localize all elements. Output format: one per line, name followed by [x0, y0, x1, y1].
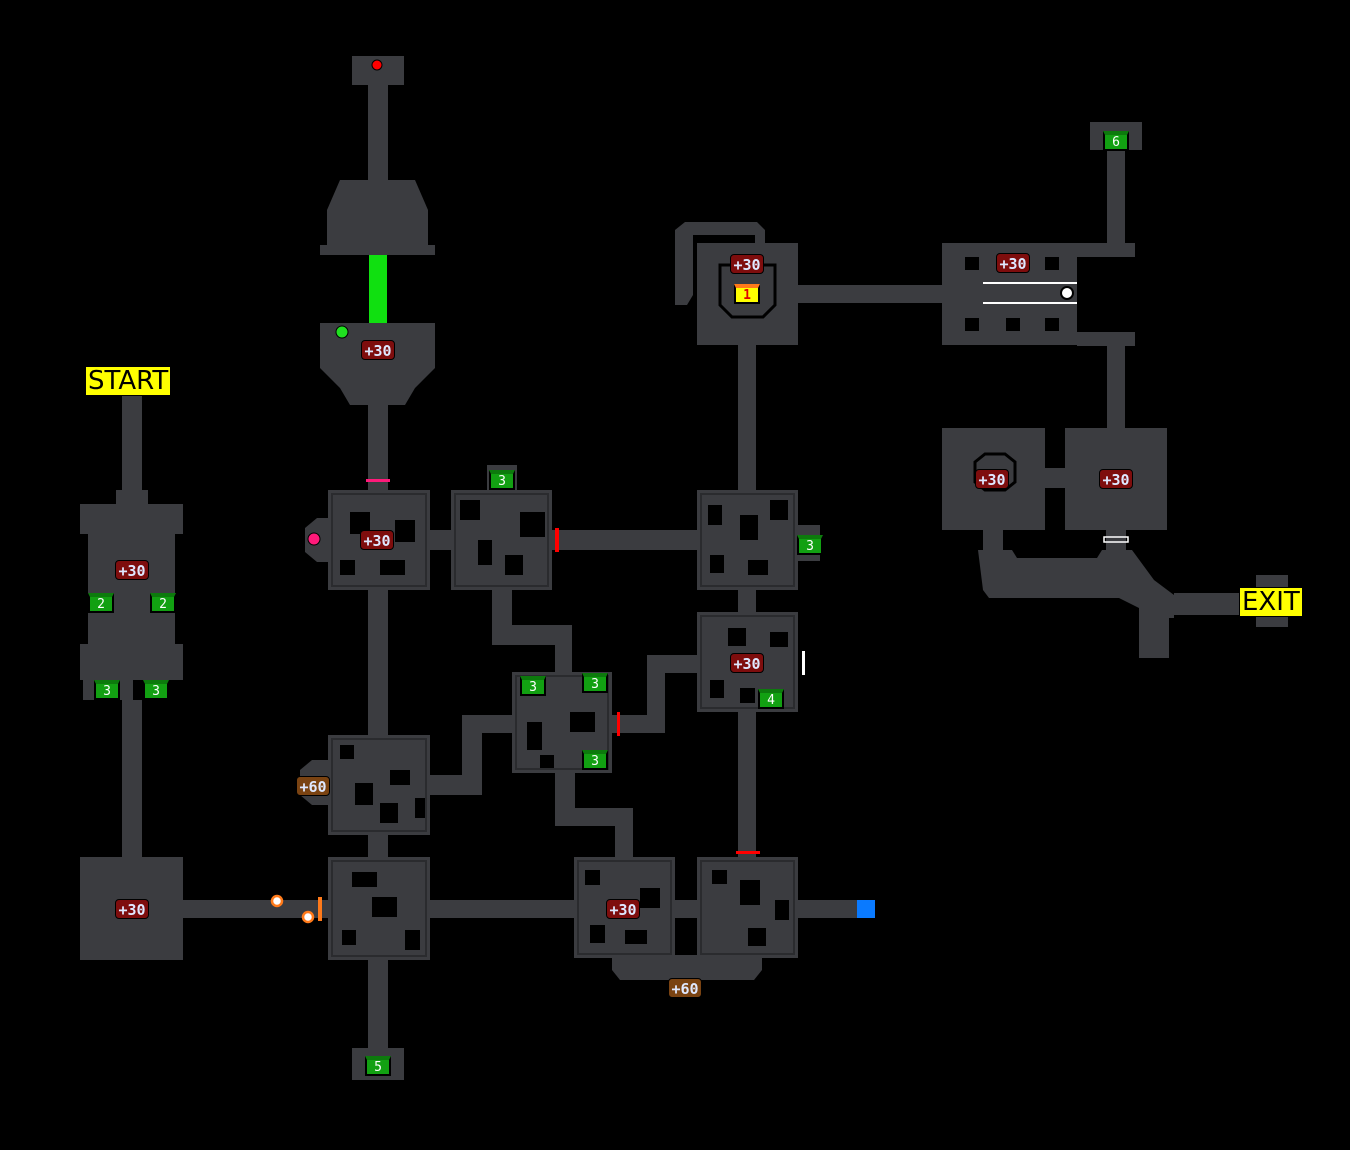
ball-icon[interactable] [1060, 286, 1074, 300]
pink-door [366, 479, 390, 482]
plus-bonus-icon[interactable]: +30 [1099, 469, 1133, 489]
plus-bonus-icon[interactable]: +30 [361, 340, 395, 360]
floor [80, 56, 1288, 1080]
green-orb-icon[interactable] [335, 325, 349, 339]
plus-bonus-icon[interactable]: +30 [975, 469, 1009, 489]
white-rail [983, 282, 1077, 284]
pink-orb-icon[interactable] [307, 532, 321, 546]
treasure-chest-icon[interactable]: 6 [1103, 131, 1129, 151]
white-gate [1103, 536, 1129, 543]
plus-bonus-icon[interactable]: +60 [668, 978, 702, 998]
treasure-chest-icon[interactable]: 3 [520, 676, 546, 696]
treasure-chest-icon[interactable]: 4 [758, 689, 784, 709]
red-orb-icon[interactable] [371, 59, 383, 71]
plus-bonus-icon[interactable]: +30 [730, 254, 764, 274]
key-chest-icon[interactable]: 1 [734, 284, 760, 304]
exit-label[interactable]: EXIT [1239, 587, 1303, 617]
treasure-chest-icon[interactable]: 3 [797, 535, 823, 555]
plus-bonus-icon[interactable]: +30 [115, 899, 149, 919]
plus-bonus-icon[interactable]: +60 [296, 776, 330, 796]
plus-bonus-icon[interactable]: +30 [115, 560, 149, 580]
white-rail [983, 302, 1077, 304]
treasure-chest-icon[interactable]: 3 [582, 750, 608, 770]
ring-marker-icon[interactable] [301, 910, 315, 924]
treasure-chest-icon[interactable]: 5 [365, 1056, 391, 1076]
treasure-chest-icon[interactable]: 2 [150, 593, 176, 613]
treasure-chest-icon[interactable]: 3 [94, 680, 120, 700]
red-door [617, 712, 620, 736]
plus-bonus-icon[interactable]: +30 [360, 530, 394, 550]
orange-door [318, 897, 322, 921]
white-door [802, 651, 805, 675]
treasure-chest-icon[interactable]: 3 [143, 680, 169, 700]
treasure-chest-icon[interactable]: 2 [88, 593, 114, 613]
plus-bonus-icon[interactable]: +30 [996, 253, 1030, 273]
red-door [736, 851, 760, 854]
start-label: START [85, 366, 172, 396]
treasure-chest-icon[interactable]: 3 [489, 470, 515, 490]
plus-bonus-icon[interactable]: +30 [730, 653, 764, 673]
markers [270, 59, 1129, 924]
red-door [555, 528, 559, 552]
teleport-square-icon[interactable] [857, 900, 875, 918]
ring-marker-icon[interactable] [270, 894, 284, 908]
plus-bonus-icon[interactable]: +30 [606, 899, 640, 919]
treasure-chest-icon[interactable]: 3 [582, 673, 608, 693]
